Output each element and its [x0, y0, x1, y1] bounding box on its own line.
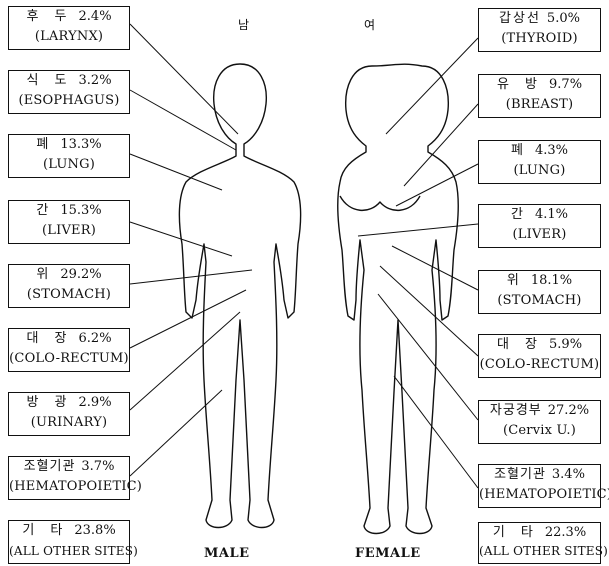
label-ko: 기 타: [493, 525, 539, 540]
label-pct: 15.3%: [60, 203, 101, 218]
leader-male-hematopoietic: [130, 390, 222, 476]
label-pct: 2.4%: [79, 9, 112, 24]
female-hematopoietic-box: 조혈기관 3.4% (HEMATOPOIETIC): [478, 464, 601, 508]
female-body-outline: [338, 64, 458, 533]
female-colorectum-box: 대 장 5.9% (COLO-RECTUM): [478, 334, 601, 378]
female-cervix-box: 자궁경부 27.2% (Cervix U.): [478, 400, 601, 444]
leader-male-stomach: [130, 270, 252, 284]
label-pct: 9.7%: [549, 77, 582, 92]
female-breast-box: 유 방 9.7% (BREAST): [478, 74, 601, 118]
label-pct: 29.2%: [60, 267, 101, 282]
female-lung-box: 폐 4.3% (LUNG): [478, 140, 601, 184]
label-ko: 방 광: [26, 395, 72, 410]
label-en: (URINARY): [9, 413, 129, 433]
label-pct: 27.2%: [548, 403, 589, 418]
label-en: (HEMATOPOIETIC): [9, 477, 129, 497]
female-liver-box: 간 4.1% (LIVER): [478, 204, 601, 248]
male-heading-ko: 남: [238, 16, 249, 33]
label-ko: 갑상선: [499, 11, 541, 26]
label-en: (Cervix U.): [479, 421, 600, 441]
label-en: (LIVER): [479, 225, 600, 245]
male-other-box: 기 타 23.8% (ALL OTHER SITES): [8, 520, 130, 564]
label-ko: 폐: [36, 137, 54, 152]
male-colorectum-box: 대 장 6.2% (COLO-RECTUM): [8, 328, 130, 372]
female-stomach-box: 위 18.1% (STOMACH): [478, 270, 601, 314]
label-ko: 유 방: [497, 77, 543, 92]
female-heading-ko: 여: [364, 16, 375, 33]
leader-female-colorectum: [380, 266, 478, 356]
label-pct: 4.1%: [535, 207, 568, 222]
label-en: (STOMACH): [479, 291, 600, 311]
label-pct: 6.2%: [79, 331, 112, 346]
label-en: (LUNG): [9, 155, 129, 175]
label-pct: 3.7%: [81, 459, 114, 474]
male-label: MALE: [204, 546, 250, 561]
label-ko: 후 두: [26, 9, 72, 24]
male-lung-box: 폐 13.3% (LUNG): [8, 134, 130, 178]
female-thyroid-box: 갑상선 5.0% (THYROID): [478, 8, 601, 52]
leader-breast: [404, 104, 478, 186]
label-en: (COLO-RECTUM): [9, 349, 129, 369]
male-urinary-box: 방 광 2.9% (URINARY): [8, 392, 130, 436]
leader-female-liver: [358, 224, 478, 236]
label-ko: 식 도: [26, 73, 72, 88]
label-pct: 5.9%: [549, 337, 582, 352]
label-ko: 위: [507, 273, 525, 288]
leader-urinary: [130, 312, 240, 410]
label-pct: 23.8%: [74, 523, 115, 538]
leader-male-lung: [130, 154, 222, 190]
label-ko: 간: [36, 203, 54, 218]
label-en: (LUNG): [479, 161, 600, 181]
leader-larynx: [130, 24, 238, 134]
label-en: (HEMATOPOIETIC): [479, 485, 600, 505]
male-body-outline: [179, 64, 300, 528]
label-en: (ESOPHAGUS): [9, 91, 129, 111]
label-pct: 4.3%: [535, 143, 568, 158]
label-ko: 조혈기관: [24, 459, 76, 474]
leader-male-liver: [130, 222, 232, 256]
label-pct: 13.3%: [60, 137, 101, 152]
label-en: (ALL OTHER SITES): [479, 542, 600, 561]
label-ko: 대 장: [26, 331, 72, 346]
label-pct: 3.4%: [552, 467, 585, 482]
label-ko: 조혈기관: [494, 467, 546, 482]
label-ko: 대 장: [497, 337, 543, 352]
male-hematopoietic-box: 조혈기관 3.7% (HEMATOPOIETIC): [8, 456, 130, 500]
label-en: (LARYNX): [9, 27, 129, 47]
label-en: (COLO-RECTUM): [479, 355, 600, 375]
label-pct: 22.3%: [545, 525, 586, 540]
leader-male-colorectum: [130, 290, 246, 348]
male-esophagus-box: 식 도 3.2% (ESOPHAGUS): [8, 70, 130, 114]
male-stomach-box: 위 29.2% (STOMACH): [8, 264, 130, 308]
female-chest-line: [340, 196, 420, 210]
label-ko: 폐: [511, 143, 529, 158]
label-en: (LIVER): [9, 221, 129, 241]
label-pct: 5.0%: [547, 11, 580, 26]
label-ko: 위: [36, 267, 54, 282]
label-pct: 2.9%: [79, 395, 112, 410]
female-label: FEMALE: [355, 546, 421, 561]
label-pct: 3.2%: [79, 73, 112, 88]
label-en: (BREAST): [479, 95, 600, 115]
label-en: (STOMACH): [9, 285, 129, 305]
label-en: (ALL OTHER SITES): [9, 541, 129, 561]
label-ko: 자궁경부: [490, 403, 542, 418]
male-larynx-box: 후 두 2.4% (LARYNX): [8, 6, 130, 50]
female-other-box: 기 타 22.3% (ALL OTHER SITES): [478, 522, 601, 564]
label-en: (THYROID): [479, 29, 600, 49]
leader-female-lung: [396, 164, 478, 206]
label-ko: 기 타: [22, 523, 68, 538]
leader-esophagus: [130, 90, 236, 150]
label-ko: 간: [511, 207, 529, 222]
male-liver-box: 간 15.3% (LIVER): [8, 200, 130, 244]
label-pct: 18.1%: [531, 273, 572, 288]
